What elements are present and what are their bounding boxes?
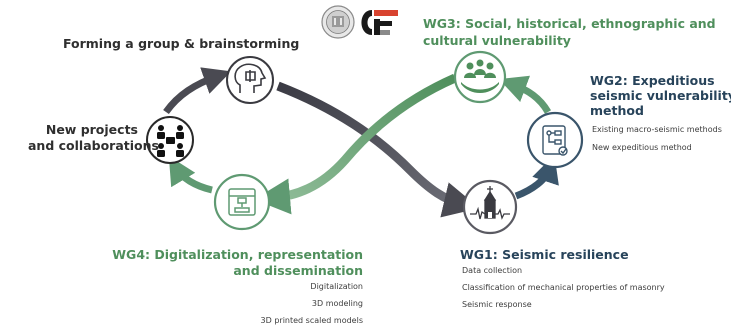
- wg2-item: New expeditious method: [592, 143, 692, 152]
- church-seismograph-icon: [470, 186, 510, 220]
- node-forming: [226, 56, 274, 104]
- forming-title: Forming a group & brainstorming: [63, 36, 300, 51]
- wg4-item: 3D modeling: [311, 299, 363, 308]
- wg1-item: Seismic response: [462, 300, 532, 309]
- arrow-to-forming: [163, 67, 232, 115]
- node-new-projects: [146, 116, 194, 164]
- wg1-item: Classification of mechanical properties …: [462, 283, 665, 292]
- wg2-title-line3: method: [590, 103, 644, 118]
- arrow-wg4-to-new-projects: [168, 155, 213, 194]
- university-seal-logo: [321, 5, 355, 39]
- community-group-icon: [461, 59, 499, 93]
- wg4-item: 3D printed scaled models: [260, 316, 363, 325]
- arrow-wg1-to-wg2: [514, 154, 559, 200]
- new-projects-title-line2: and collaborations: [28, 138, 159, 153]
- wg1-item: Data collection: [462, 266, 523, 275]
- node-wg3: [453, 50, 507, 104]
- wg3-title-line1: WG3: Social, historical, ethnographic an…: [423, 16, 716, 31]
- wg4-title-line2: and dissemination: [233, 263, 363, 278]
- node-wg1: [462, 179, 518, 235]
- wg4-title-line1: WG4: Digitalization, representation: [112, 247, 363, 262]
- wg3-title-line2: cultural vulnerability: [423, 33, 571, 48]
- people-network-icon: [157, 125, 184, 157]
- node-wg4: [213, 173, 271, 231]
- wg2-item: Existing macro-seismic methods: [592, 125, 722, 134]
- 3d-printer-icon: [228, 188, 256, 216]
- head-puzzle-icon: [234, 63, 267, 93]
- org-logo: [361, 10, 398, 35]
- wg1-title: WG1: Seismic resilience: [460, 247, 629, 262]
- node-wg2: [526, 111, 584, 169]
- arrow-wg2-to-wg3: [498, 75, 552, 114]
- wg4-item: Digitalization: [310, 282, 363, 291]
- flowchart-checklist-icon: [542, 125, 568, 156]
- wg2-title-line2: seismic vulnerability: [590, 88, 731, 103]
- new-projects-title-line1: New projects: [45, 122, 138, 137]
- wg2-title-line1: WG2: Expeditious: [590, 73, 715, 88]
- arrow-forming-to-wg1: [276, 81, 480, 218]
- arrow-wg3-to-wg4: [254, 73, 457, 215]
